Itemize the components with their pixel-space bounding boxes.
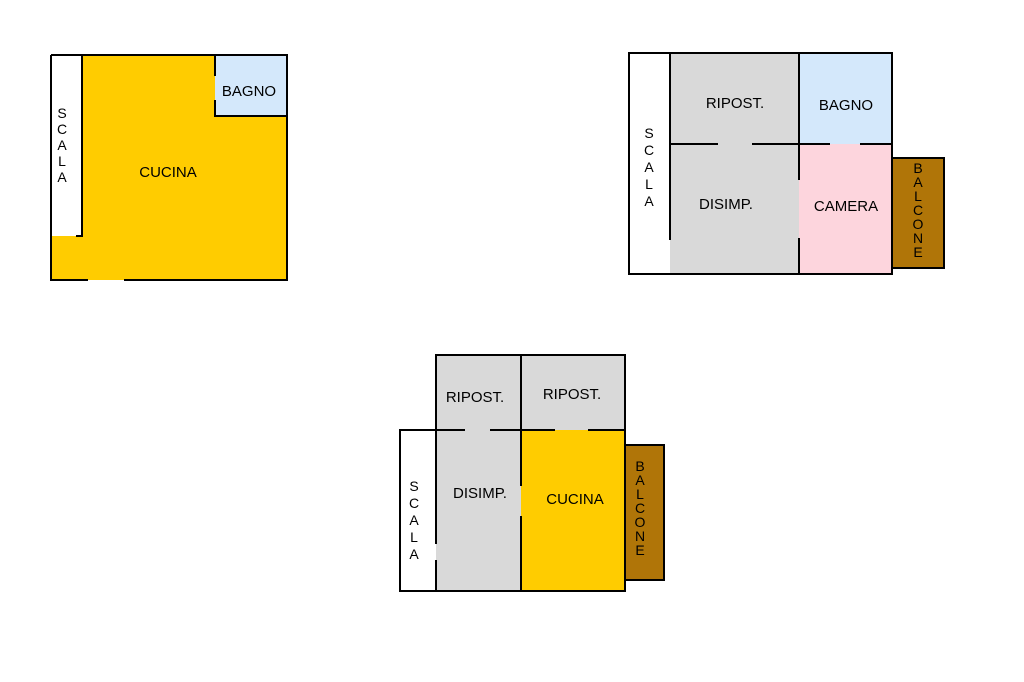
stair-wall — [76, 55, 83, 237]
storage-room — [670, 53, 799, 144]
bedroom-room — [799, 144, 892, 274]
bedroom-label: CAMERA — [814, 198, 878, 215]
balcony-area — [893, 158, 944, 268]
bathroom-wall — [214, 55, 287, 117]
kitchen-label: CUCINA — [546, 491, 604, 508]
bathroom-label: BAGNO — [819, 97, 873, 114]
storage-right-label: RIPOST. — [543, 386, 601, 403]
bathroom-room — [799, 53, 892, 144]
kitchen-room — [521, 430, 625, 591]
bathroom-room — [215, 55, 287, 116]
outer-wall — [50, 54, 288, 281]
storage-right-room — [521, 355, 625, 430]
balcony-area — [626, 445, 664, 580]
storage-left-room — [436, 355, 521, 430]
stair-room — [400, 430, 436, 591]
balcony-wall — [892, 157, 945, 269]
storage-label: RIPOST. — [706, 95, 764, 112]
hall-room — [670, 144, 799, 274]
stair-room — [629, 53, 670, 274]
hall-room — [436, 430, 521, 591]
kitchen-label: CUCINA — [139, 164, 197, 181]
outer-wall — [628, 52, 893, 275]
hall-label: DISIMP. — [699, 196, 753, 213]
stair-room — [51, 55, 82, 236]
kitchen-room — [51, 55, 287, 280]
storage-left-label: RIPOST. — [446, 389, 504, 406]
outer-wall — [399, 354, 626, 592]
bathroom-label: BAGNO — [222, 83, 276, 100]
balcony-wall — [625, 444, 665, 581]
hall-label: DISIMP. — [453, 485, 507, 502]
